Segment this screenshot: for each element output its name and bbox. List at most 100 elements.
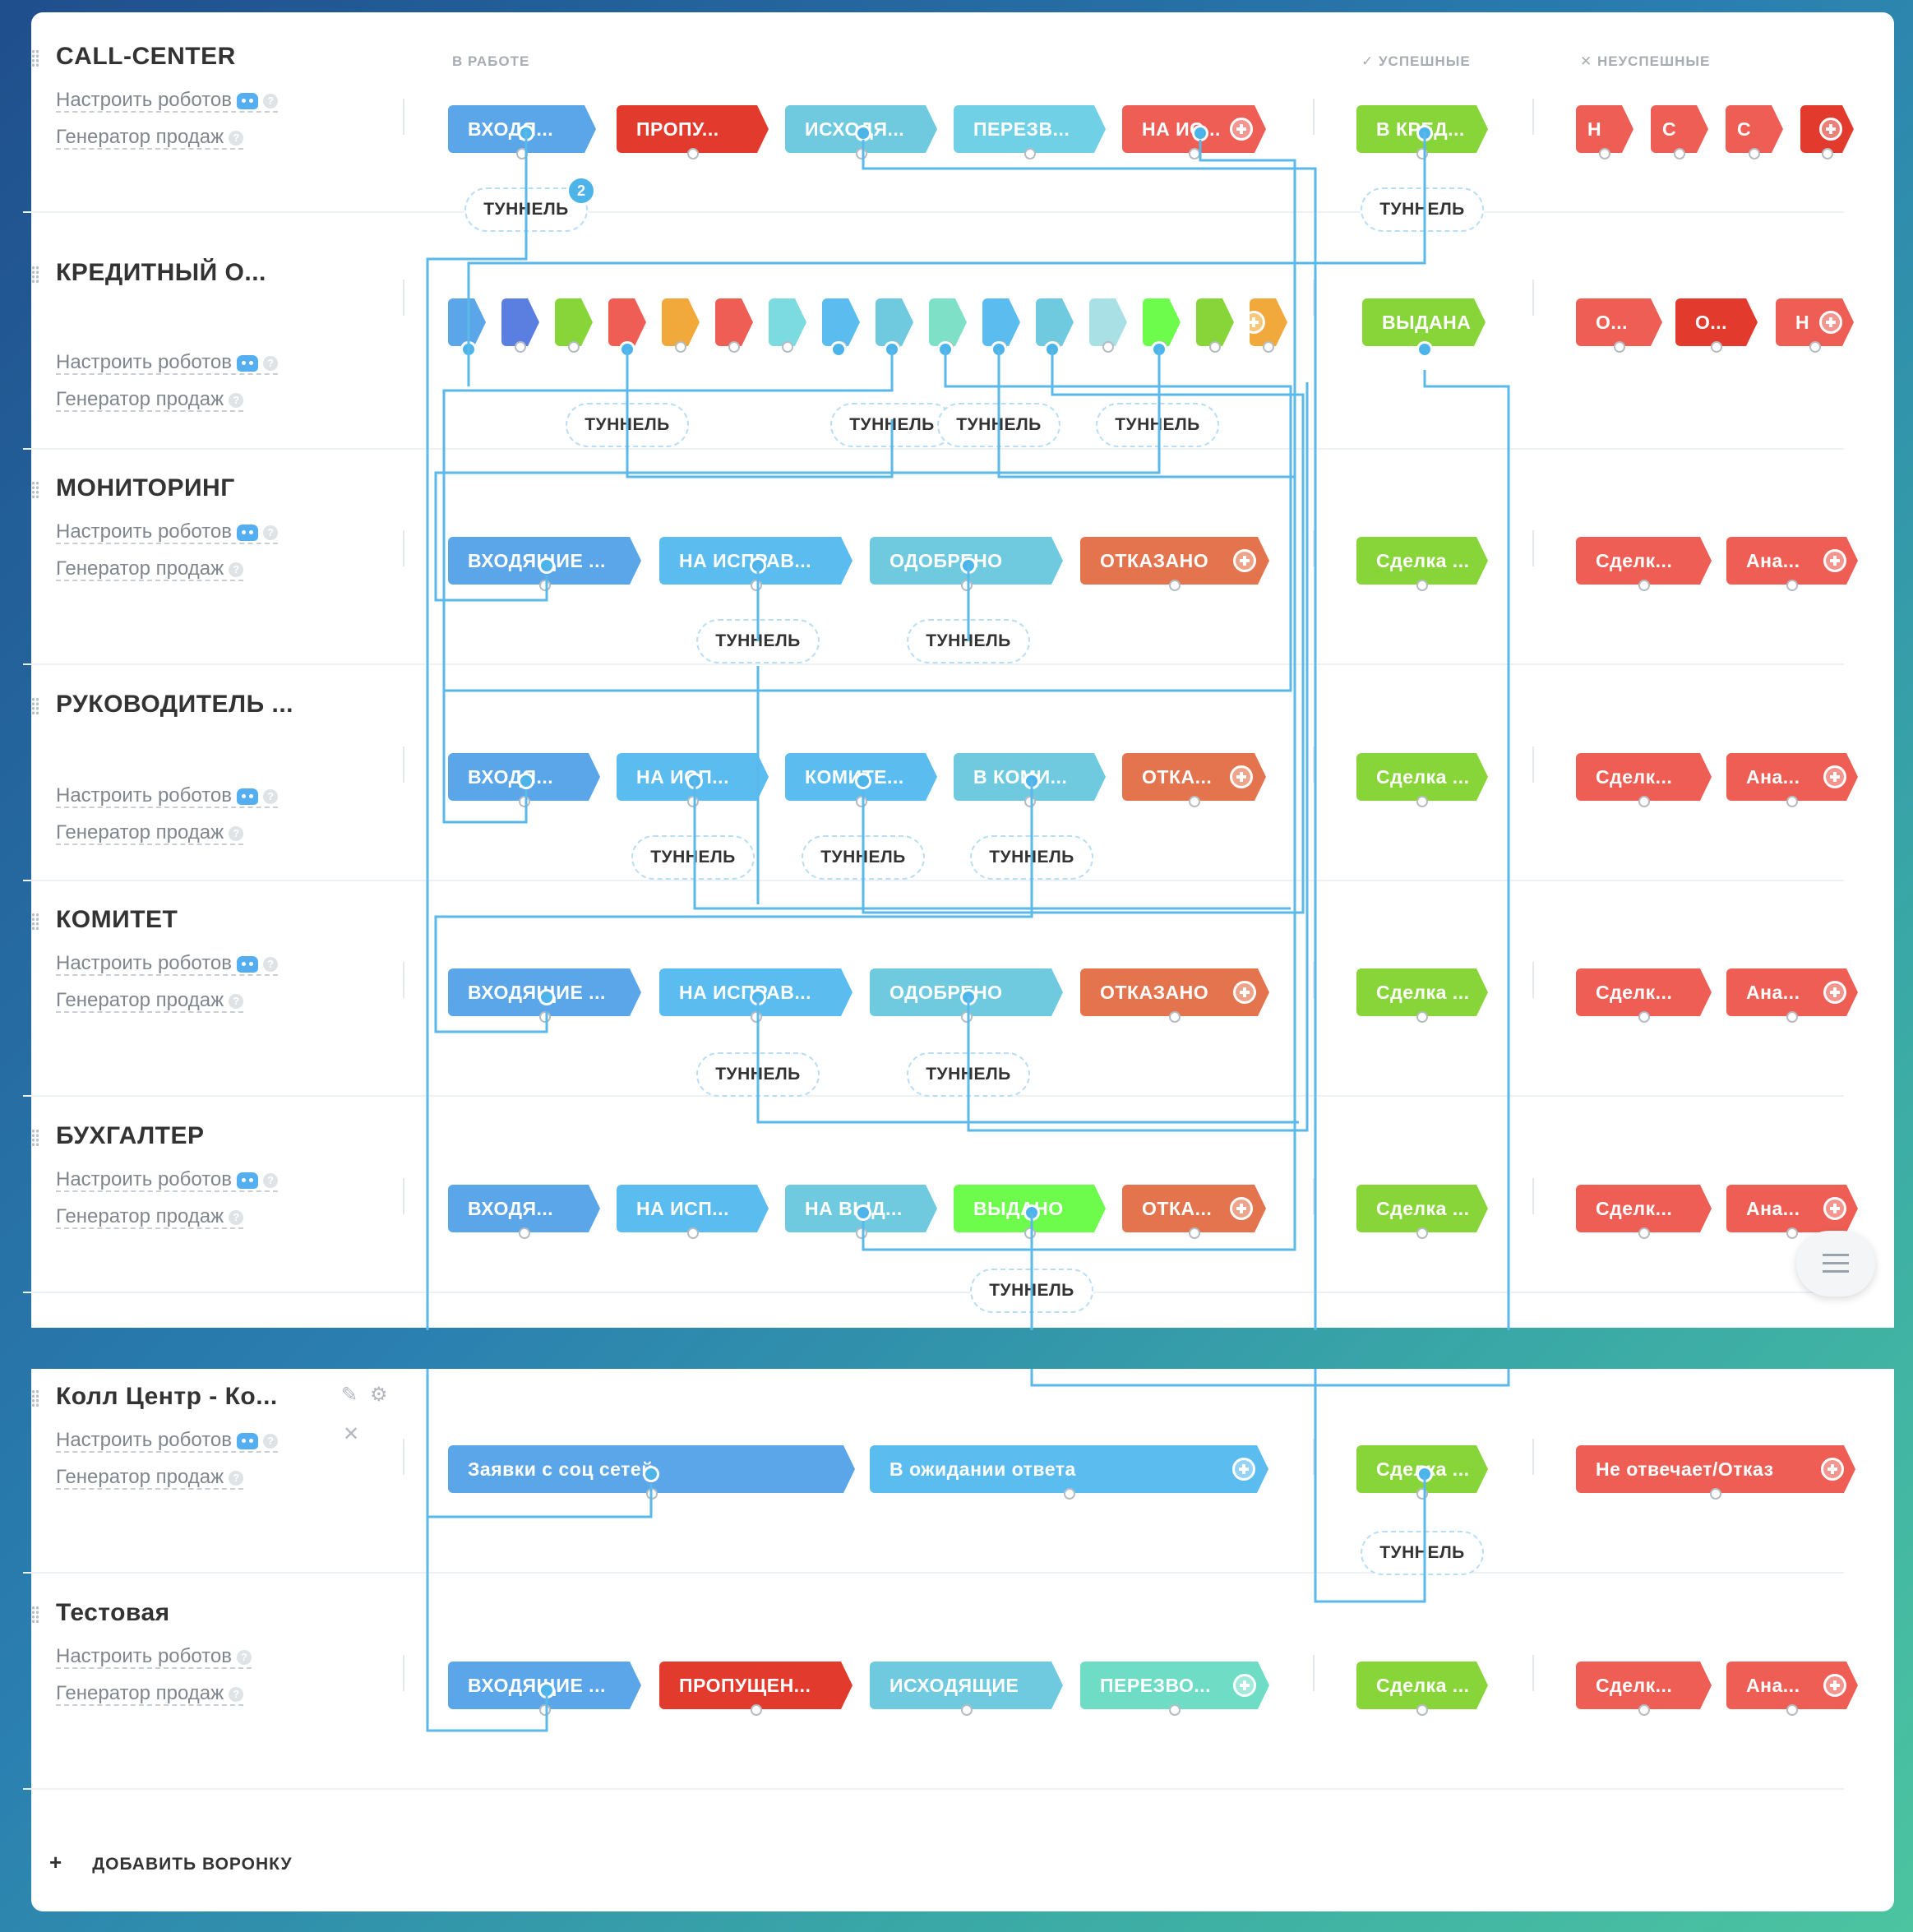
stage-connector[interactable] <box>1710 1488 1721 1500</box>
stage-connector[interactable] <box>1024 1227 1036 1239</box>
stage-connector[interactable] <box>782 341 793 353</box>
stage-connector[interactable] <box>1416 796 1428 807</box>
stage-connector[interactable] <box>1638 1704 1650 1716</box>
tunnel-chip[interactable]: ТУННЕЛЬ <box>1361 187 1484 232</box>
configure-robots-link[interactable]: Настроить роботов? <box>56 1169 279 1192</box>
stage-connector[interactable] <box>1638 580 1650 591</box>
stage-connector[interactable] <box>1786 1011 1798 1023</box>
stage-connector[interactable] <box>1786 580 1798 591</box>
stage-fail[interactable]: О... <box>1576 298 1662 346</box>
help-icon[interactable]: ? <box>229 392 244 408</box>
stage-connector[interactable] <box>1416 1011 1428 1023</box>
add-stage-icon[interactable] <box>1823 765 1846 788</box>
active-connector[interactable] <box>940 344 951 355</box>
stage-in-work[interactable]: НА ИСП... <box>617 1185 769 1232</box>
help-icon[interactable]: ? <box>263 788 279 804</box>
add-stage-icon[interactable] <box>1823 1674 1846 1697</box>
stage-connector[interactable] <box>1416 1227 1428 1239</box>
stage-connector[interactable] <box>1749 148 1760 159</box>
stage-connector[interactable] <box>1786 1704 1798 1716</box>
stage-fail[interactable]: Сделк... <box>1576 968 1712 1016</box>
drag-handle-icon[interactable] <box>31 1389 39 1407</box>
active-connector[interactable] <box>1419 344 1430 355</box>
tunnel-chip[interactable]: ТУННЕЛЬ <box>696 619 820 663</box>
active-connector[interactable] <box>1419 1468 1430 1480</box>
tunnel-chip[interactable]: ТУННЕЛЬ <box>1361 1531 1484 1575</box>
sales-generator-link[interactable]: Генератор продаж? <box>56 990 244 1013</box>
help-icon[interactable]: ? <box>263 1433 279 1449</box>
stage-connector[interactable] <box>1188 796 1200 807</box>
stage-connector[interactable] <box>855 796 867 807</box>
stage-connector[interactable] <box>1786 796 1798 807</box>
stage-fail[interactable]: С <box>1651 105 1708 153</box>
active-connector[interactable] <box>857 775 869 787</box>
configure-robots-link[interactable]: Настроить роботов? <box>56 352 279 375</box>
stage-success[interactable]: Сделка ... <box>1356 1185 1488 1232</box>
stage-success[interactable]: Сделка ... <box>1356 1662 1488 1709</box>
drag-handle-icon[interactable] <box>31 49 39 67</box>
add-stage-icon[interactable] <box>1230 1197 1253 1220</box>
add-stage-icon[interactable] <box>1232 1458 1255 1481</box>
active-connector[interactable] <box>689 775 700 787</box>
stage-success[interactable]: ВЫДАНА <box>1362 298 1486 346</box>
stage-connector[interactable] <box>1188 1227 1200 1239</box>
stage-connector[interactable] <box>960 580 973 591</box>
stage-success[interactable]: Сделка ... <box>1356 753 1488 801</box>
tunnel-chip[interactable]: ТУННЕЛЬ <box>937 403 1060 447</box>
help-icon[interactable]: ? <box>263 355 279 371</box>
sales-generator-link[interactable]: Генератор продаж? <box>56 127 244 150</box>
tunnel-chip[interactable]: ТУННЕЛЬ <box>830 403 954 447</box>
active-connector[interactable] <box>520 127 532 139</box>
tunnel-chip[interactable]: ТУННЕЛЬ <box>907 1052 1030 1097</box>
help-icon[interactable]: ? <box>229 1470 244 1486</box>
sales-generator-link[interactable]: Генератор продаж? <box>56 1206 244 1229</box>
active-connector[interactable] <box>752 991 764 1003</box>
help-icon[interactable]: ? <box>263 93 279 109</box>
stage-connector[interactable] <box>1786 1227 1798 1239</box>
add-stage-icon[interactable] <box>1230 765 1253 788</box>
add-pipeline-button[interactable]: +ДОБАВИТЬ ВОРОНКУ <box>49 1850 293 1875</box>
drag-handle-icon[interactable] <box>31 1606 39 1624</box>
stage-connector[interactable] <box>568 341 580 353</box>
add-stage-icon[interactable] <box>1233 1674 1256 1697</box>
stage-in-work[interactable]: ИСХОДЯЩИЕ <box>870 1662 1063 1709</box>
stage-connector[interactable] <box>1169 1704 1181 1716</box>
active-connector[interactable] <box>1026 1207 1037 1218</box>
stage-in-work[interactable]: ПРОПУ... <box>617 105 769 153</box>
active-connector[interactable] <box>1194 127 1206 139</box>
tunnel-chip[interactable]: ТУННЕЛЬ <box>631 835 755 880</box>
configure-robots-link[interactable]: Настроить роботов? <box>56 1646 252 1669</box>
settings-icon[interactable]: ⚙ <box>370 1384 388 1406</box>
sales-generator-link[interactable]: Генератор продаж? <box>56 1683 244 1706</box>
stage-connector[interactable] <box>1263 341 1274 353</box>
help-icon[interactable]: ? <box>237 1649 252 1665</box>
help-icon[interactable]: ? <box>229 1209 244 1225</box>
stage-connector[interactable] <box>1638 1011 1650 1023</box>
stage-connector[interactable] <box>1416 580 1428 591</box>
list-menu-fab[interactable] <box>1796 1231 1875 1296</box>
help-icon[interactable]: ? <box>263 956 279 972</box>
stage-connector[interactable] <box>1102 341 1114 353</box>
stage-connector[interactable] <box>645 1488 658 1500</box>
configure-robots-link[interactable]: Настроить роботов? <box>56 785 279 808</box>
stage-connector[interactable] <box>518 1227 530 1239</box>
help-icon[interactable]: ? <box>229 1686 244 1702</box>
active-connector[interactable] <box>857 1207 869 1218</box>
active-connector[interactable] <box>621 344 633 355</box>
tunnel-chip[interactable]: ТУННЕЛЬ <box>696 1052 820 1097</box>
stage-connector[interactable] <box>686 1227 699 1239</box>
stage-connector[interactable] <box>750 1704 762 1716</box>
active-connector[interactable] <box>1419 127 1430 139</box>
tunnel-chip[interactable]: ТУННЕЛЬ <box>1096 403 1219 447</box>
configure-robots-link[interactable]: Настроить роботов? <box>56 953 279 976</box>
stage-in-work[interactable]: ПРОПУЩЕН... <box>659 1662 853 1709</box>
stage-fail[interactable]: Не отвечает/Отказ <box>1576 1445 1855 1493</box>
stage-connector[interactable] <box>1209 341 1221 353</box>
sales-generator-link[interactable]: Генератор продаж? <box>56 389 244 412</box>
active-connector[interactable] <box>645 1468 657 1480</box>
stage-connector[interactable] <box>855 148 867 159</box>
active-connector[interactable] <box>541 1685 552 1696</box>
stage-connector[interactable] <box>1599 148 1610 159</box>
active-connector[interactable] <box>541 560 552 571</box>
stage-connector[interactable] <box>1416 1704 1428 1716</box>
